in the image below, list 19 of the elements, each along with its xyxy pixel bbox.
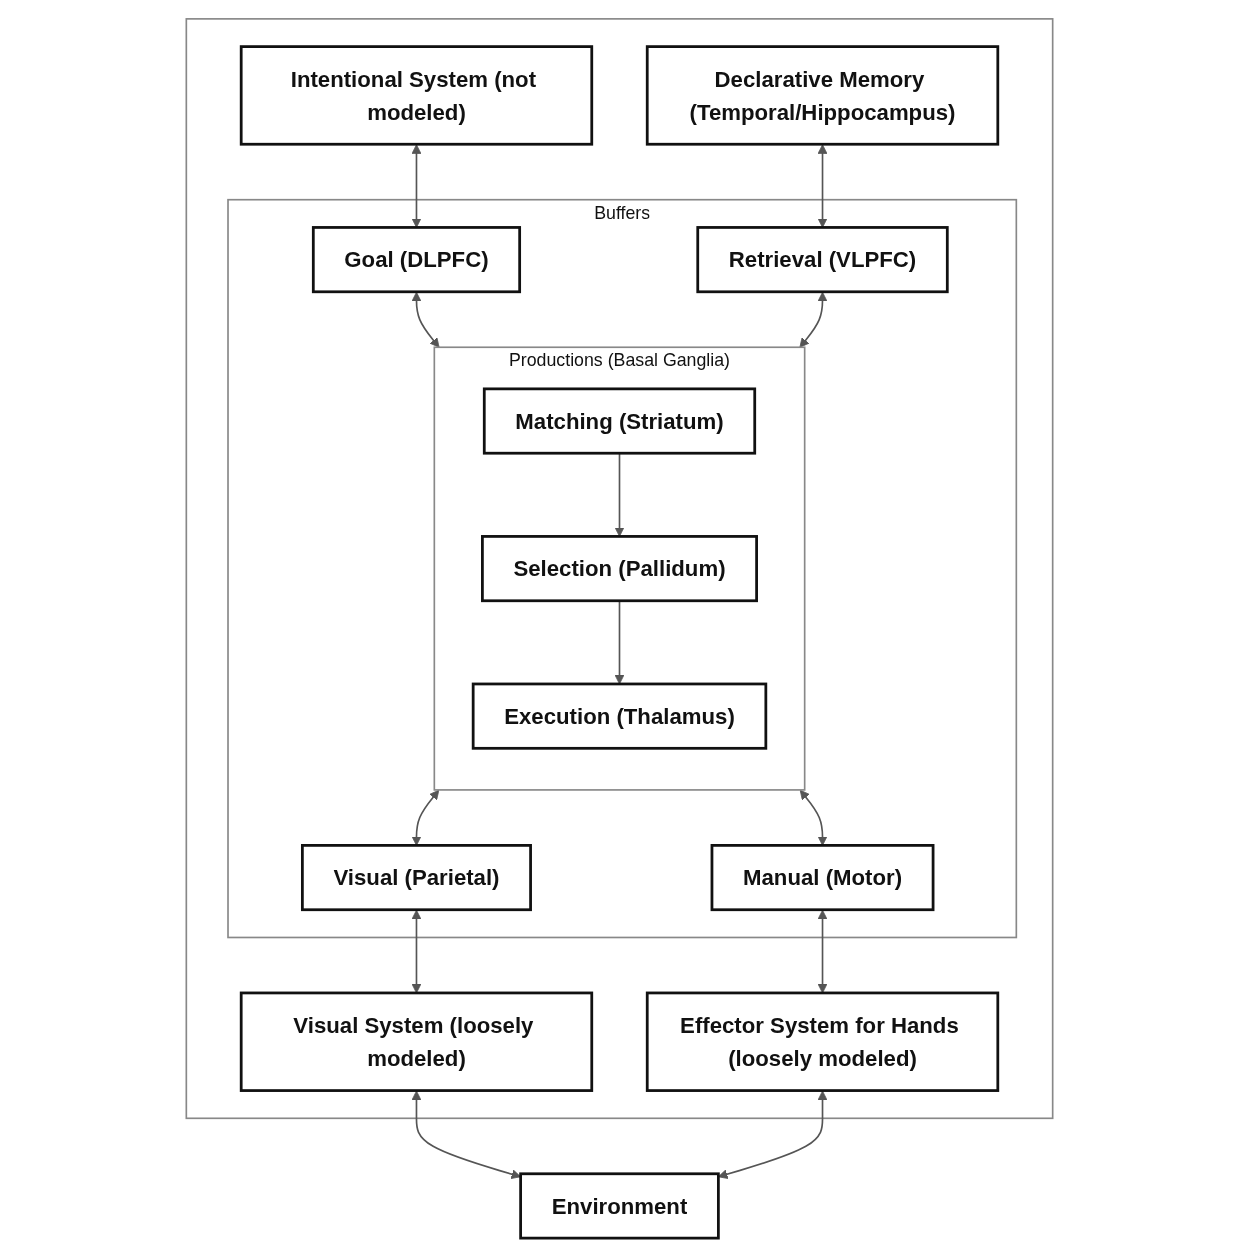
arrow bbox=[799, 291, 828, 348]
node-box: Goal (DLPFC) bbox=[311, 226, 522, 294]
node-box: Declarative Memory (Temporal/Hippocampus) bbox=[645, 45, 1000, 146]
node-box: Matching (Striatum) bbox=[482, 387, 757, 455]
node-box: Manual (Motor) bbox=[710, 844, 935, 912]
node-box: Execution (Thalamus) bbox=[471, 682, 768, 750]
node-box: Intentional System (not modeled) bbox=[239, 45, 594, 146]
node-box: Environment bbox=[519, 1172, 720, 1240]
node-box: Visual System (loosely modeled) bbox=[239, 991, 594, 1092]
arrow bbox=[411, 144, 422, 228]
node-box: Selection (Pallidum) bbox=[481, 535, 758, 603]
arrow bbox=[817, 144, 828, 228]
arrow bbox=[411, 789, 440, 846]
node-box: Visual (Parietal) bbox=[301, 844, 532, 912]
arrow bbox=[799, 789, 828, 846]
node-box: Effector System for Hands (loosely modeled) bbox=[645, 991, 1000, 1092]
cluster bbox=[185, 18, 1054, 1120]
node-box: Retrieval (VLPFC) bbox=[696, 226, 949, 294]
arrow bbox=[411, 291, 440, 348]
